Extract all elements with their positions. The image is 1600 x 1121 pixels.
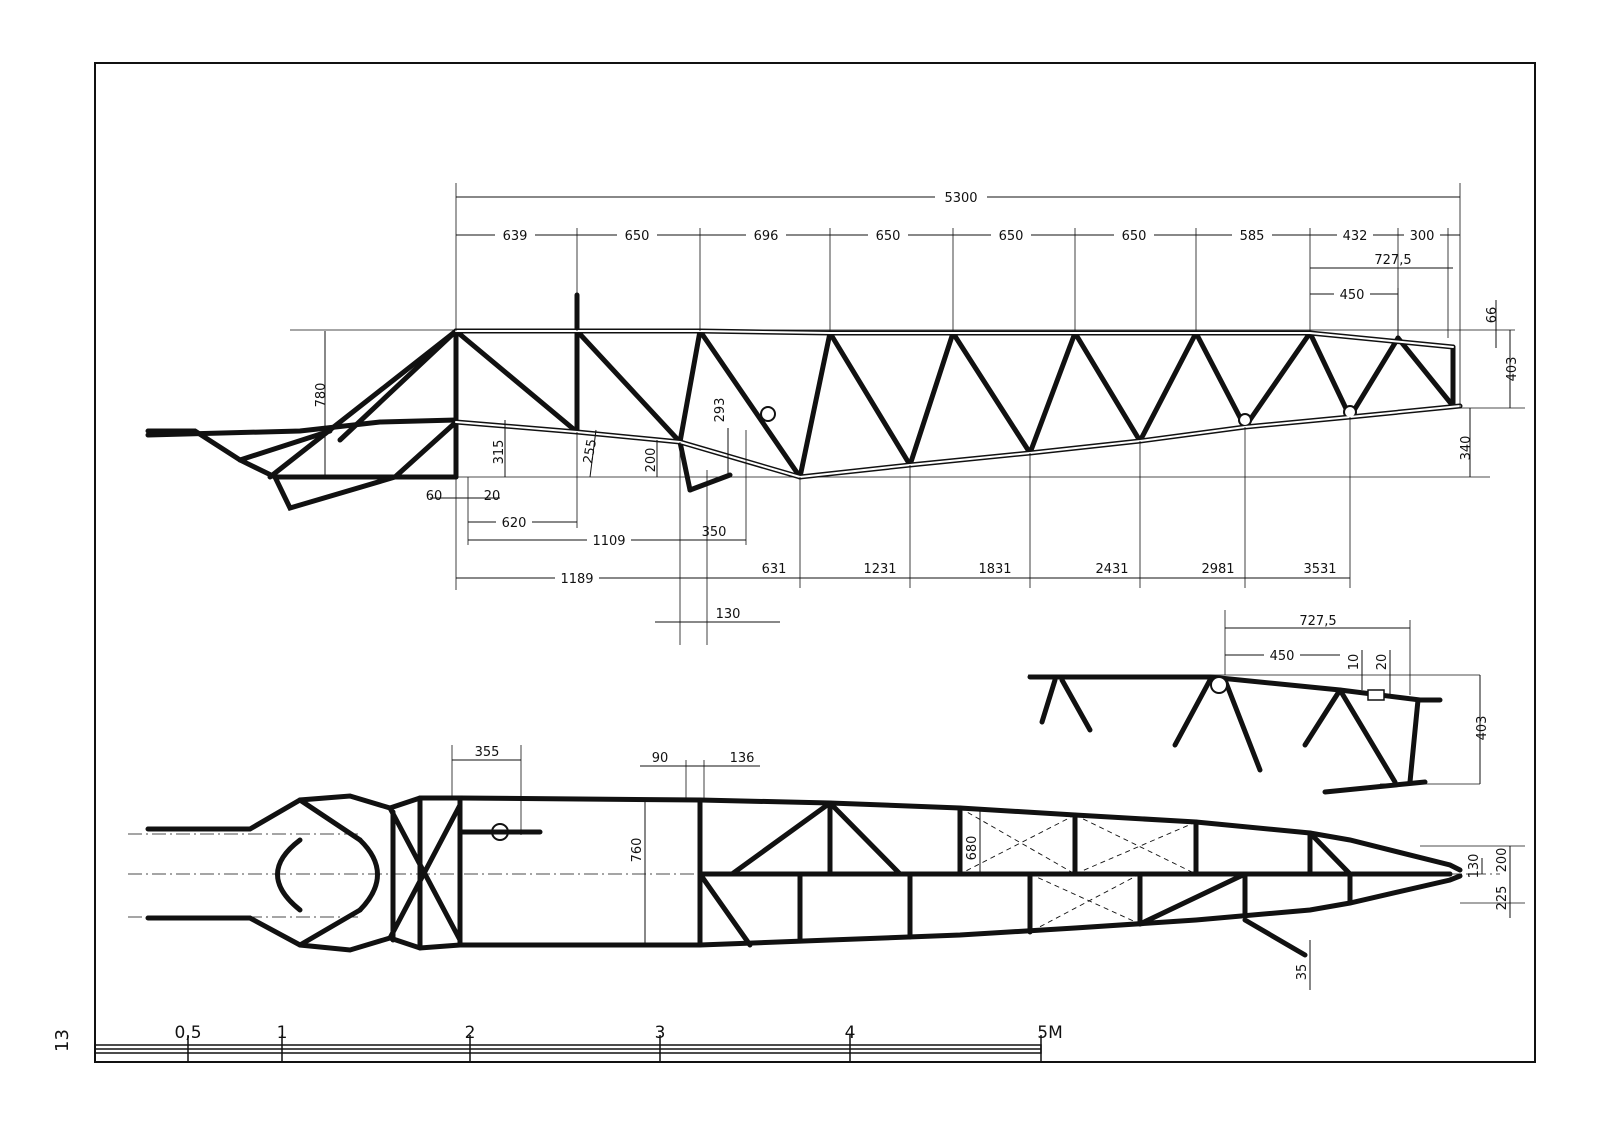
dim-1831: 1831 — [978, 562, 1011, 577]
plan-dim-130: 130 — [1467, 854, 1482, 879]
dim-bay-5: 650 — [999, 229, 1024, 244]
dim-bay-4: 650 — [876, 229, 901, 244]
detail-dim-727-5: 727,5 — [1299, 614, 1336, 629]
detail-dim-20: 20 — [1375, 654, 1390, 671]
dim-bay-6: 650 — [1122, 229, 1147, 244]
plan-dim-760: 760 — [630, 838, 645, 863]
plan-dim-90: 90 — [652, 751, 669, 766]
dim-620: 620 — [502, 516, 527, 531]
plan-dim-680: 680 — [965, 836, 980, 861]
dim-403: 403 — [1505, 357, 1520, 382]
dim-315: 315 — [492, 440, 507, 465]
dim-3531: 3531 — [1303, 562, 1336, 577]
plan-dim-200: 200 — [1495, 848, 1510, 873]
dim-bay-8: 432 — [1343, 229, 1368, 244]
dim-20: 20 — [484, 489, 501, 504]
plan-dim-35: 35 — [1295, 964, 1310, 981]
dim-255: 255 — [581, 438, 600, 465]
scale-label-4: 4 — [845, 1023, 856, 1043]
dim-bay-7: 585 — [1240, 229, 1265, 244]
scale-label-0-5: 0,5 — [174, 1023, 201, 1043]
side-dims-left: 780 315 255 200 293 60 20 620 1109 — [314, 331, 780, 645]
dim-780: 780 — [314, 383, 329, 408]
dim-2981: 2981 — [1201, 562, 1234, 577]
detail-dim-403: 403 — [1475, 716, 1490, 741]
plan-view: 355 90 136 760 680 130 200 225 35 — [128, 745, 1525, 990]
scale-label-5m: 5M — [1037, 1023, 1062, 1043]
drawing-frame — [94, 62, 1536, 1063]
dim-bay-3: 696 — [754, 229, 779, 244]
dim-66: 66 — [1485, 307, 1500, 324]
scale-label-3: 3 — [655, 1023, 666, 1043]
scale-bar: 0,5 1 2 3 4 5M — [94, 1023, 1063, 1062]
dim-293: 293 — [713, 398, 728, 423]
dim-631: 631 — [762, 562, 787, 577]
dim-1109: 1109 — [592, 534, 625, 549]
dim-bay-1: 639 — [503, 229, 528, 244]
dim-340: 340 — [1459, 436, 1474, 461]
dim-bay-9: 300 — [1410, 229, 1435, 244]
dim-130: 130 — [716, 607, 741, 622]
dim-1231: 1231 — [863, 562, 896, 577]
dim-1189: 1189 — [560, 572, 593, 587]
detail-dim-10: 10 — [1347, 654, 1362, 671]
dim-60: 60 — [426, 489, 443, 504]
page-number: 13 — [52, 1029, 73, 1052]
dim-200: 200 — [644, 448, 659, 473]
dim-727-5: 727,5 — [1374, 253, 1411, 268]
side-dims-bottom: 631 1231 1831 2431 2981 3531 — [680, 417, 1351, 588]
side-view: 5300 639 650 696 650 650 650 585 — [145, 183, 1525, 645]
plan-dim-355: 355 — [475, 745, 500, 760]
detail-view: 727,5 450 10 20 403 — [1027, 610, 1490, 795]
plan-dim-136: 136 — [730, 751, 755, 766]
dim-350: 350 — [702, 525, 727, 540]
dim-bay-2: 650 — [625, 229, 650, 244]
plan-dim-225: 225 — [1495, 886, 1510, 911]
dim-2431: 2431 — [1095, 562, 1128, 577]
side-dims-top: 5300 639 650 696 650 650 650 585 — [455, 183, 1520, 477]
dim-450: 450 — [1340, 288, 1365, 303]
detail-dim-450: 450 — [1270, 649, 1295, 664]
scale-label-2: 2 — [465, 1023, 476, 1043]
dim-overall-length: 5300 — [944, 191, 977, 206]
scale-label-1: 1 — [277, 1023, 288, 1043]
